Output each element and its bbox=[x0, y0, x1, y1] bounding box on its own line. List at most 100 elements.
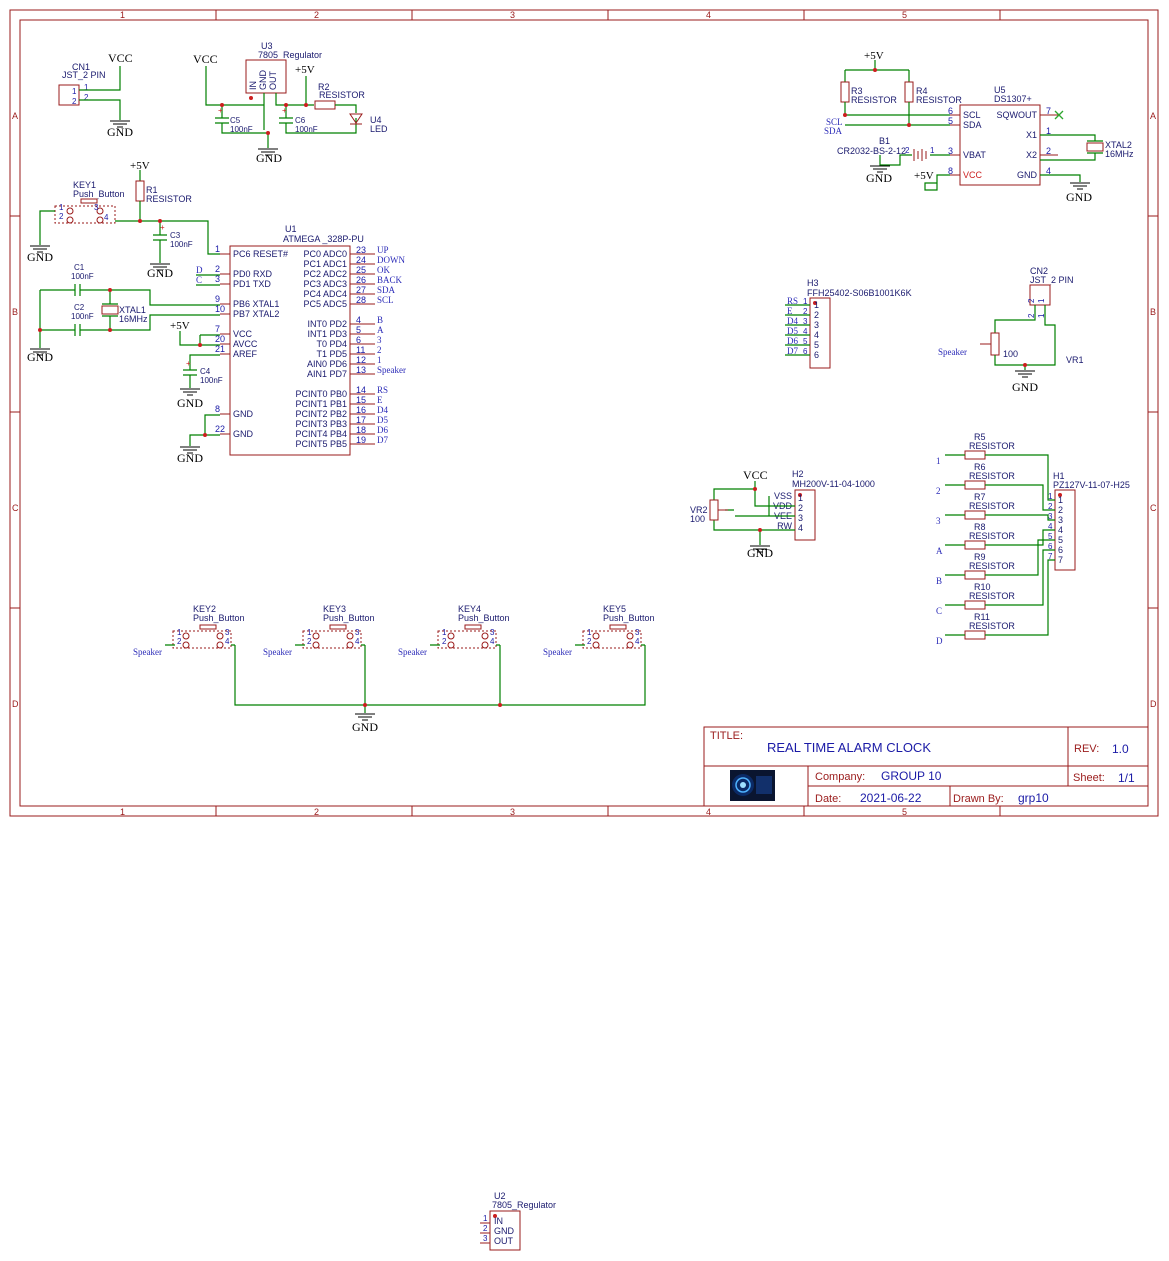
r1-resistor: R1 RESISTOR bbox=[135, 170, 192, 221]
u1-net-label: DOWN bbox=[377, 255, 405, 265]
h1-ref: H1 bbox=[1053, 471, 1065, 481]
u5-pin-number: 2 bbox=[1046, 146, 1051, 156]
key3-outline bbox=[302, 630, 362, 649]
u2-ref: U2 bbox=[494, 1191, 506, 1201]
pin-number: 4 bbox=[104, 213, 109, 222]
u4-ref: U4 bbox=[370, 115, 382, 125]
xtal1-ref: XTAL1 bbox=[119, 305, 146, 315]
h2-pin-number: 2 bbox=[798, 503, 803, 513]
key2-contact bbox=[182, 632, 190, 640]
u1-pin-name: PC4 ADC4 bbox=[303, 289, 347, 299]
h1-pin-number-outer: 1 bbox=[1048, 492, 1053, 501]
col-label-bottom: 1 bbox=[120, 807, 125, 817]
h2-pin-number: 1 bbox=[798, 493, 803, 503]
key3-contact bbox=[346, 641, 354, 649]
u5-pin-name: SDA bbox=[963, 120, 982, 130]
vcc-net-label: VCC bbox=[743, 468, 768, 482]
h1-pin-number: 2 bbox=[1058, 505, 1063, 515]
net-label-speaker: Speaker bbox=[263, 647, 292, 657]
u5-pin-number: 7 bbox=[1046, 106, 1051, 116]
h3-pin-label: 6 bbox=[814, 350, 819, 360]
u2-regulator: U2 7805_Regulator IN GND OUT 1 2 3 bbox=[480, 1191, 556, 1251]
net-label-speaker: Speaker bbox=[543, 647, 572, 657]
pin-number: 2 bbox=[307, 637, 312, 646]
pin-number: 2 bbox=[1027, 313, 1036, 318]
c3-value: 100nF bbox=[170, 240, 193, 249]
h3-net-label: D4 bbox=[787, 316, 798, 326]
cn2-ref: CN2 bbox=[1030, 266, 1048, 276]
key4-actuator bbox=[464, 624, 482, 630]
polarity-mark: + bbox=[186, 359, 191, 368]
pin-number: 1 bbox=[442, 628, 447, 637]
u1-pin-name: PC0 ADC0 bbox=[303, 249, 347, 259]
col-label-bottom: 5 bbox=[902, 807, 907, 817]
u1-pin-number: 1 bbox=[215, 244, 220, 254]
pin-number: 2 bbox=[84, 93, 89, 102]
cn2-value: JST_2 PIN bbox=[1030, 275, 1074, 285]
xtal2-value: 16MHz bbox=[1105, 149, 1134, 159]
u1-pin-number: 10 bbox=[215, 304, 225, 314]
u1-pin-name: PC3 ADC3 bbox=[303, 279, 347, 289]
r7-body bbox=[964, 510, 986, 520]
key3-value: Push_Button bbox=[323, 613, 375, 623]
key5-actuator bbox=[609, 624, 627, 630]
u1-pin-number: 8 bbox=[215, 404, 220, 414]
p5v-net-label: +5V bbox=[170, 320, 190, 332]
key3-actuator bbox=[329, 624, 347, 630]
vcc-net-label: VCC bbox=[193, 52, 218, 66]
cn1-ref: CN1 bbox=[72, 62, 90, 72]
h3-pin-number: 2 bbox=[803, 307, 808, 316]
u1-net-label: RS bbox=[377, 385, 388, 395]
r5-ref: R5 bbox=[974, 432, 986, 442]
u3-pin-out: OUT bbox=[268, 71, 278, 91]
xtal2-crystal: XTAL2 16MHz bbox=[1040, 134, 1134, 161]
u1-pin-number: 14 bbox=[356, 385, 366, 395]
gnd-net-label: GND bbox=[27, 350, 53, 364]
h3-pin-label: 5 bbox=[814, 340, 819, 350]
gnd-net-label: GND bbox=[352, 720, 378, 734]
drawn-by-label: Drawn By: bbox=[953, 793, 1004, 805]
polarity-mark: + bbox=[218, 106, 223, 115]
resistor-net-label: B bbox=[936, 576, 942, 586]
col-label-bottom: 2 bbox=[314, 807, 319, 817]
xtal2-ref: XTAL2 bbox=[1105, 140, 1132, 150]
u1-net-label: UP bbox=[377, 245, 389, 255]
company-value: GROUP 10 bbox=[881, 769, 942, 783]
r11-body bbox=[964, 630, 986, 640]
r5-value: RESISTOR bbox=[969, 441, 1015, 451]
r8-body bbox=[964, 540, 986, 550]
gnd-net-label: GND bbox=[256, 151, 282, 165]
pin-number: 1 bbox=[483, 1214, 488, 1223]
u1-pin-name: AVCC bbox=[233, 339, 258, 349]
r9-value: RESISTOR bbox=[969, 561, 1015, 571]
h3-pin-number: 5 bbox=[803, 337, 808, 346]
u1-pin-name: VCC bbox=[233, 329, 253, 339]
row-label-left: A bbox=[12, 111, 18, 121]
r7-value: RESISTOR bbox=[969, 501, 1015, 511]
u5-ref: U5 bbox=[994, 85, 1006, 95]
gnd-symbol bbox=[110, 120, 130, 128]
u4-value: LED bbox=[370, 124, 388, 134]
key3-ref: KEY3 bbox=[323, 604, 346, 614]
r6-value: RESISTOR bbox=[969, 471, 1015, 481]
net-label-d: D bbox=[196, 265, 203, 275]
drawn-by-value: grp10 bbox=[1018, 791, 1049, 805]
h2-pin-number: 3 bbox=[798, 513, 803, 523]
vr1-value: 100 bbox=[1003, 349, 1018, 359]
key4-contact bbox=[447, 641, 455, 649]
date-value: 2021-06-22 bbox=[860, 791, 922, 805]
pin-number: 1 bbox=[1037, 313, 1046, 318]
gnd-net-label: GND bbox=[107, 125, 133, 139]
r9-body bbox=[964, 570, 986, 580]
h3-net-label: D6 bbox=[787, 336, 798, 346]
u5-pin-name: X2 bbox=[1026, 150, 1037, 160]
p5v-net-label: +5V bbox=[130, 160, 150, 172]
